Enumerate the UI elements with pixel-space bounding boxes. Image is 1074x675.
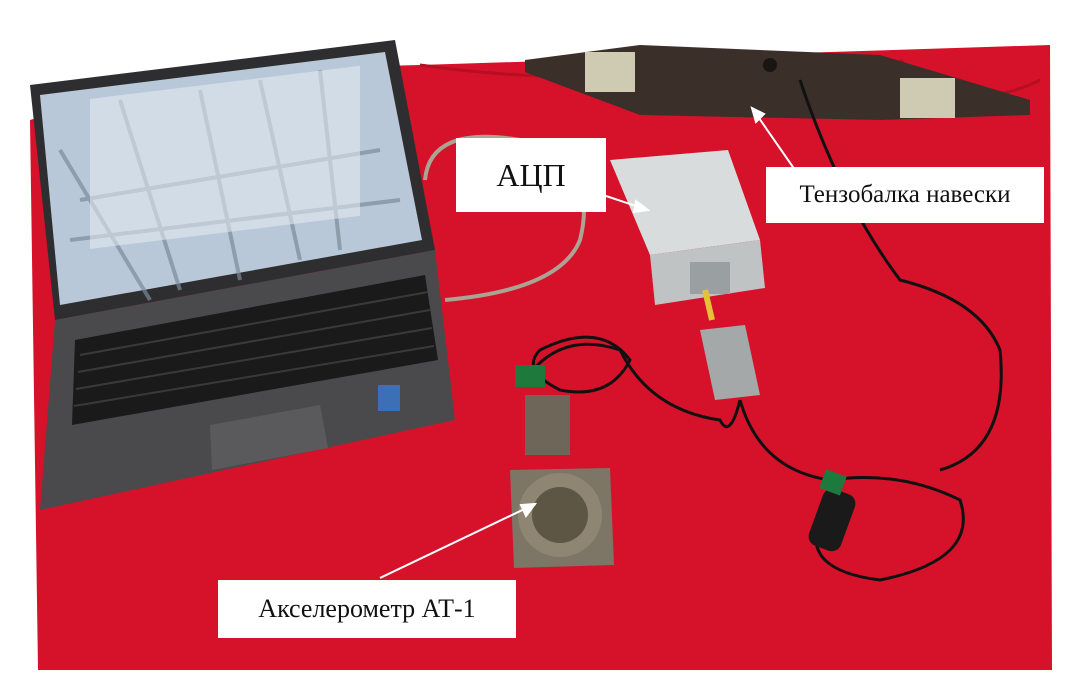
accelerometer-label: Акселерометр АТ-1 (218, 580, 516, 638)
accelerometer (510, 365, 614, 568)
cylinder-sensor (808, 469, 856, 552)
beam-hole (763, 58, 777, 72)
screen-window (90, 65, 360, 249)
sensor-cable (738, 399, 965, 582)
accel-cable (523, 342, 742, 429)
db-connector (700, 325, 760, 400)
beam-right-wrap (900, 78, 955, 118)
laptop-touchpad (210, 405, 328, 470)
accel-pointer-head (519, 502, 538, 518)
cylinder-cap (819, 469, 847, 496)
accel-mount-stem (525, 395, 570, 455)
accel-pointer (379, 503, 536, 579)
keyboard-rows (73, 291, 435, 407)
adc-pointer-head (632, 199, 651, 214)
intel-sticker (378, 385, 400, 411)
strain-beam (525, 45, 1030, 120)
beam-left-wrap (585, 52, 635, 92)
adc-ribbon (702, 289, 715, 321)
cylinder-body (808, 488, 856, 552)
accel-green-tape (515, 365, 545, 387)
laptop-keyboard (72, 275, 438, 425)
laptop (30, 40, 455, 510)
beam-pointer-head (750, 106, 766, 124)
adc-connector (690, 262, 730, 294)
callout-pointers (379, 106, 796, 579)
adc-box-top (610, 150, 760, 255)
adc-label: АЦП (456, 138, 606, 212)
strain-beam-label: Тензобалка навески (766, 167, 1044, 223)
accel-face (532, 487, 588, 543)
adc-box (610, 150, 765, 321)
